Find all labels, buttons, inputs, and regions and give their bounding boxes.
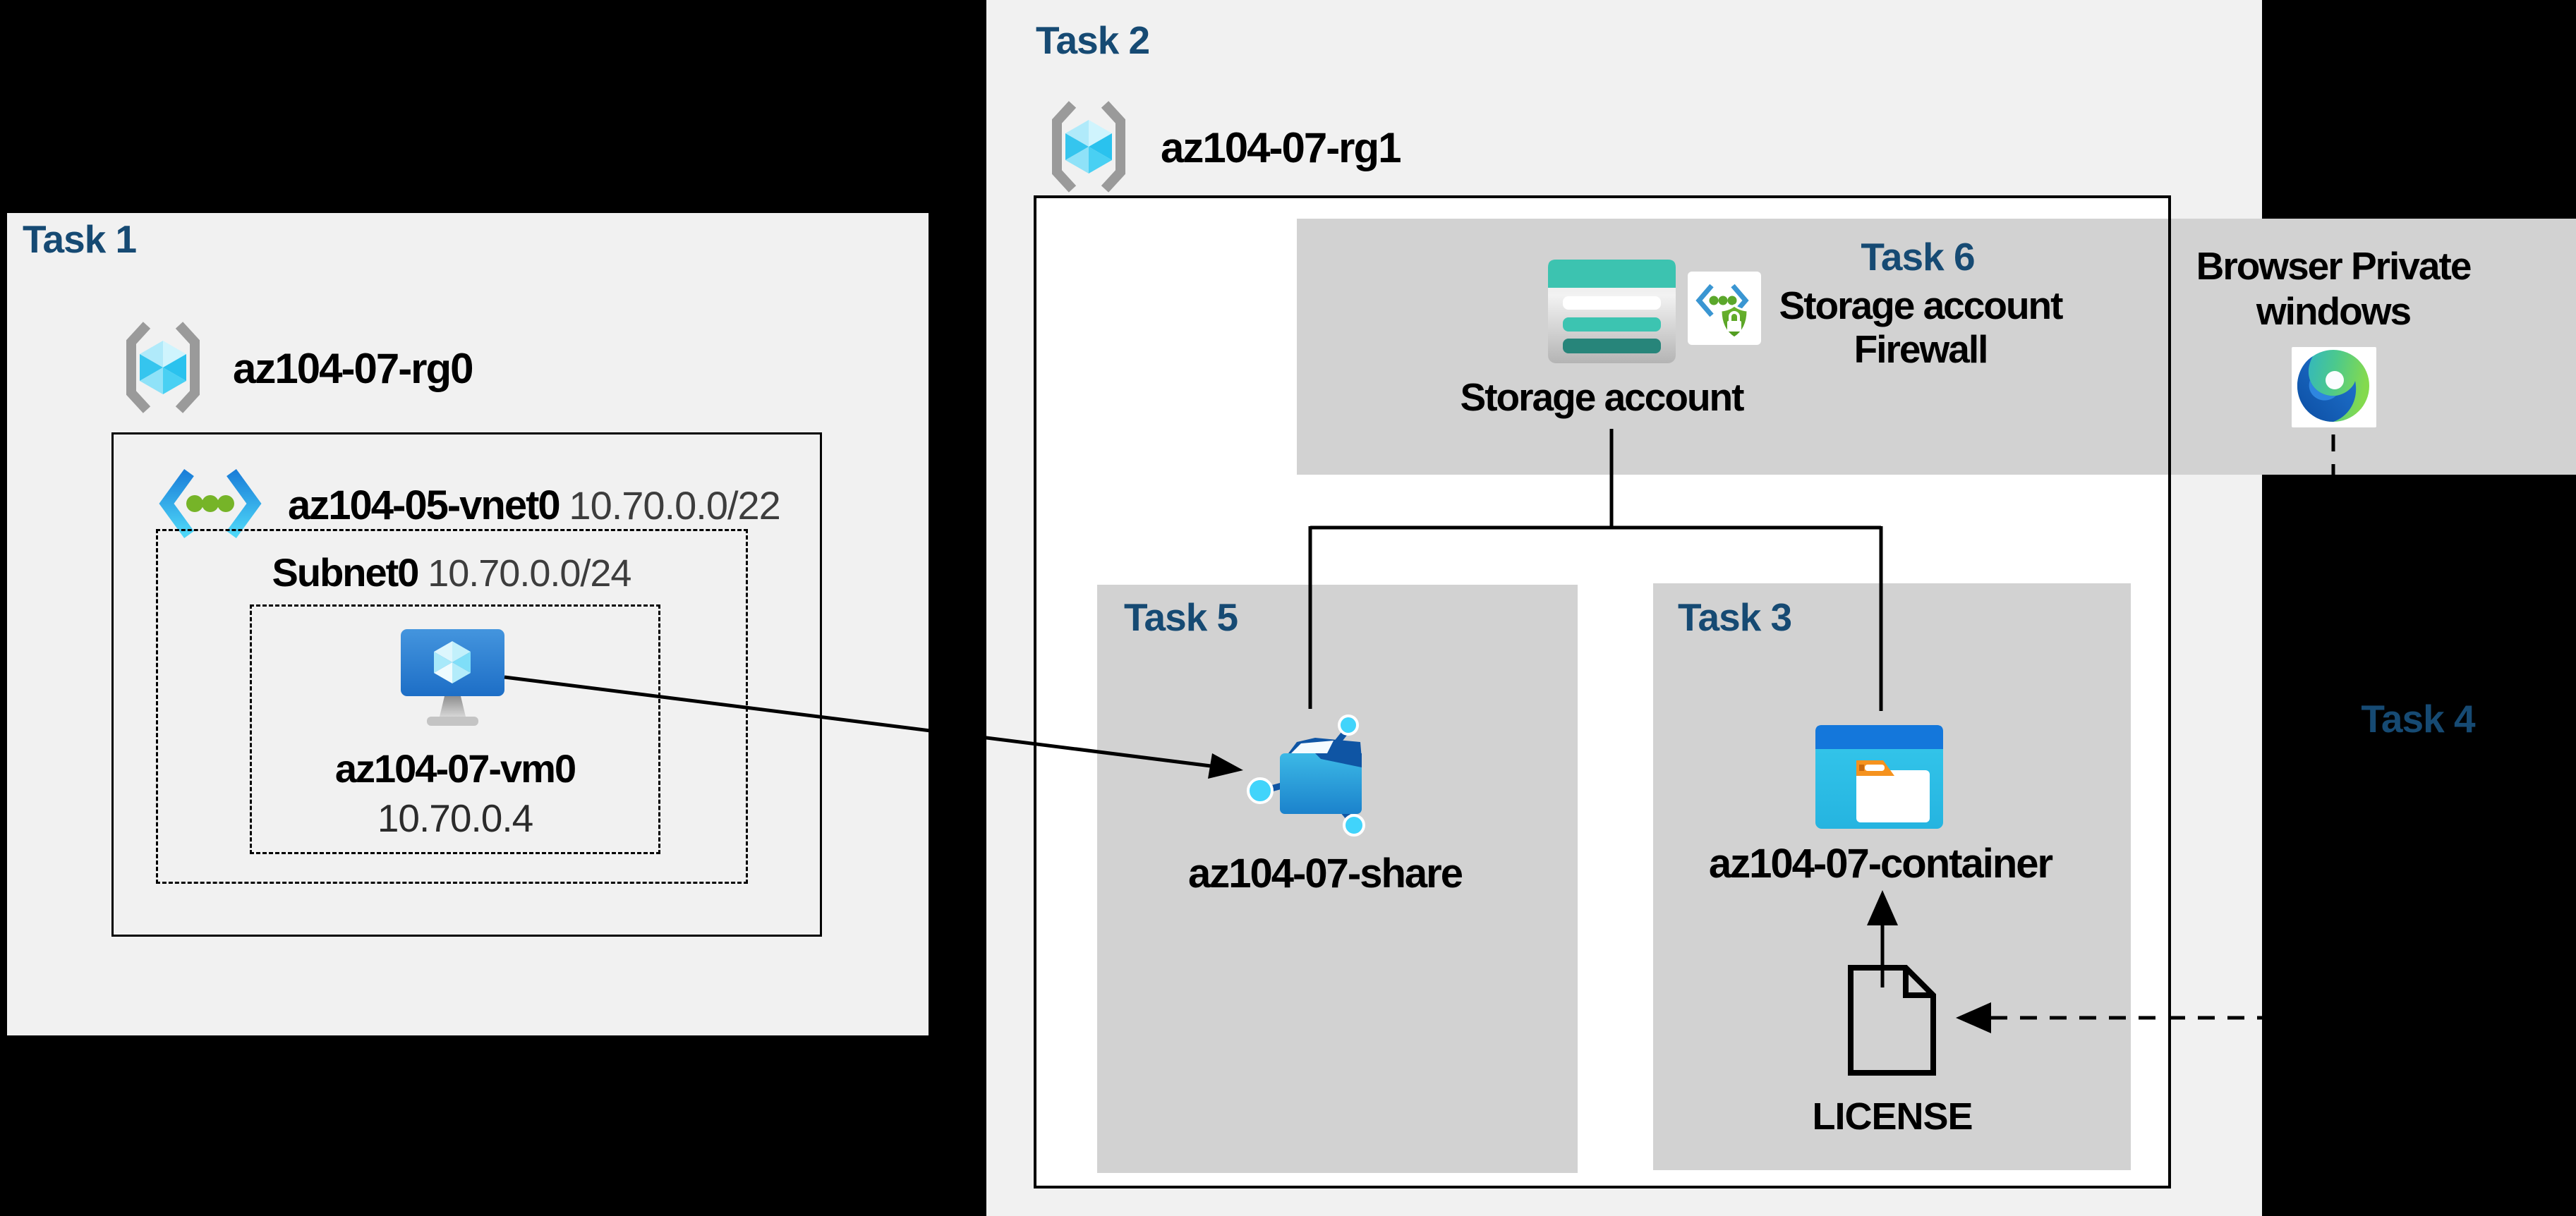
task3-label: Task 3 bbox=[1678, 595, 1792, 639]
virtual-machine-icon bbox=[401, 629, 504, 726]
task6-band bbox=[1297, 219, 2576, 475]
task1-label: Task 1 bbox=[23, 217, 137, 261]
share-name: az104-07-share bbox=[1188, 851, 1463, 896]
storage-account-icon bbox=[1548, 260, 1676, 363]
storage-account-label: Storage account bbox=[1460, 375, 1745, 419]
storage-firewall-icon bbox=[1688, 272, 1761, 345]
task6-line2: Firewall bbox=[1854, 327, 1989, 371]
resource-group-icon bbox=[126, 322, 200, 413]
task4-label: Task 4 bbox=[2361, 697, 2475, 741]
task2-label: Task 2 bbox=[1036, 18, 1150, 62]
task6-line1: Storage account bbox=[1779, 284, 2064, 327]
edge-browser-icon bbox=[2292, 347, 2376, 427]
task6-label: Task 6 bbox=[1861, 235, 1975, 279]
subnet-label-row: Subnet0 10.70.0.0/24 bbox=[272, 550, 632, 595]
rg1-name: az104-07-rg1 bbox=[1161, 124, 1402, 171]
file-share-icon bbox=[1247, 715, 1365, 837]
subnet-cidr: 10.70.0.0/24 bbox=[428, 552, 631, 595]
subnet-name: Subnet0 bbox=[272, 550, 420, 595]
vm-ip: 10.70.0.4 bbox=[377, 796, 533, 840]
subnet-cidr-space bbox=[418, 553, 428, 595]
rg0-name: az104-07-rg0 bbox=[233, 345, 474, 392]
resource-group-icon bbox=[1052, 101, 1125, 193]
vnet-cidr: 10.70.0.0/22 bbox=[569, 483, 780, 528]
blob-container-icon bbox=[1815, 725, 1943, 829]
virtual-network-icon bbox=[159, 469, 262, 538]
vm-name: az104-07-vm0 bbox=[334, 746, 576, 791]
browser-label-line1: Browser Private bbox=[2196, 244, 2472, 288]
license-file-icon bbox=[1848, 965, 1936, 1076]
license-label: LICENSE bbox=[1812, 1095, 1973, 1138]
vnet-name-row: az104-05-vnet0 10.70.0.0/22 bbox=[288, 482, 781, 528]
task5-label: Task 5 bbox=[1124, 595, 1238, 639]
vnet-name: az104-05-vnet0 bbox=[288, 482, 561, 528]
browser-label-line2: windows bbox=[2256, 289, 2412, 333]
container-name: az104-07-container bbox=[1708, 841, 2053, 887]
vnet-cidr-space bbox=[560, 486, 569, 528]
